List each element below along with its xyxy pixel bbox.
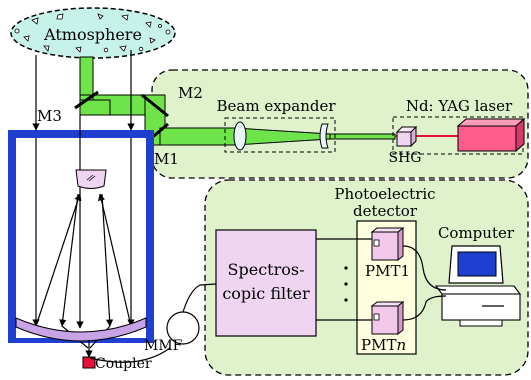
coupler: Coupler (82, 340, 152, 372)
transmitter-panel (151, 69, 529, 179)
computer: Computer (434, 224, 522, 327)
beam-expander: Beam expander (216, 97, 336, 153)
mirror-m3: M3 (37, 90, 99, 125)
beam-expander-label: Beam expander (216, 97, 336, 115)
shg-label: SHG (389, 150, 422, 166)
laser-label: Nd: YAG laser (406, 97, 513, 115)
coupler-label: Coupler (95, 356, 152, 372)
photoelectric-label-line1: Photoelectric (334, 185, 435, 203)
pmtn-tube (370, 300, 405, 336)
multimode-fiber: MMF (89, 283, 217, 363)
photoelectric-label-line2: detector (353, 202, 418, 220)
filter-label-line2: copic filter (222, 284, 310, 303)
aerosol-particles (14, 13, 171, 53)
pmt-dots (344, 266, 348, 302)
filter-label-line1: Spectros- (228, 260, 305, 279)
computer-label: Computer (438, 224, 515, 242)
svg-text:M3: M3 (37, 107, 62, 125)
svg-text:M2: M2 (178, 84, 203, 102)
mmf-label: MMF (144, 338, 183, 354)
shg-crystal: SHG (389, 125, 422, 166)
spectroscopic-filter: Spectros- copic filter (215, 229, 317, 337)
telescope (8, 50, 154, 349)
atmosphere-label: Atmosphere (43, 25, 142, 44)
pmtn-label: PMTn (361, 336, 406, 354)
signal-cables (402, 245, 447, 321)
svg-text:M1: M1 (154, 150, 179, 168)
pmt1-tube (370, 226, 405, 262)
pmt1-label: PMT1 (365, 262, 410, 280)
photoelectric-detector: Photoelectric detector PMT1 PMTn (316, 185, 436, 355)
mirror-m2: M2 (141, 84, 203, 118)
atmosphere-cloud: Atmosphere (10, 7, 176, 59)
